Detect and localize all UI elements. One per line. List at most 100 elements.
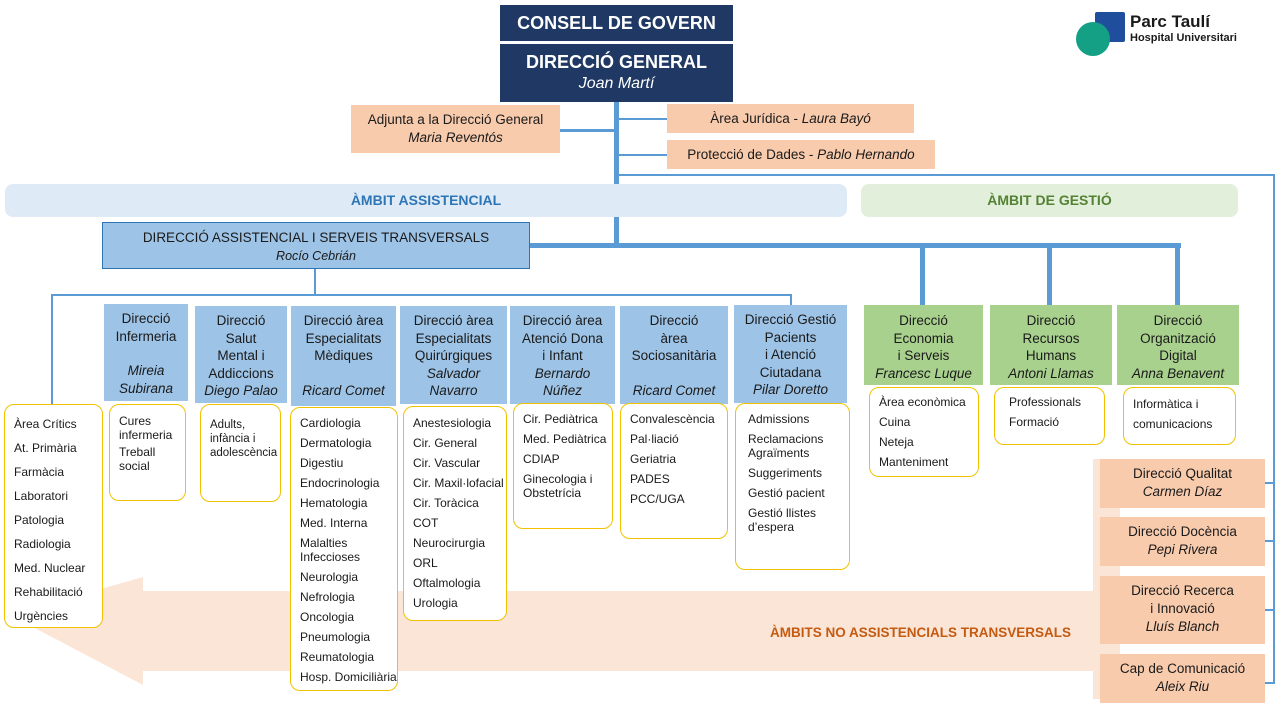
dir-title-line: Sociosanitària [631,348,717,363]
connector-dades [616,154,668,156]
ambit-assistencial-band: ÀMBIT ASSISTENCIAL [5,184,847,217]
direccio-salut-mental-box: Direcció Salut Mental i Addiccions Diego… [195,306,287,403]
list-item: Neteja [879,435,914,449]
dir-name-line: Pilar Doretto [752,382,829,397]
direccio-especialitats-quirurgiques-box: Direcció àrea Especialitats Quirúrgiques… [400,306,507,404]
list-item: Formació [1009,415,1060,429]
direccio-sociosanitaria-box: Direcció àrea Sociosanitària Ricard Come… [620,306,728,404]
list-item: Suggeriments [748,466,823,480]
salut-mental-list: Adults, infància i adolescència [200,404,281,502]
list-item: Med. Interna [300,516,368,530]
connector-no-assistencial-top [616,174,1275,176]
dir-title-line: Digital [1159,348,1197,363]
list-item: PADES [630,472,670,486]
dir-title-line: Especialitats [415,330,492,346]
dir-title-line: Direcció [1026,313,1076,328]
list-item: Dermatologia [300,436,372,450]
adjunta-box: Adjunta a la Direcció General Maria Reve… [351,105,560,153]
connector-assist-down [314,268,316,295]
connector-assist-right-down [790,294,792,306]
connector-main-vertical [614,100,619,245]
direccio-docencia-box: Direcció Docència Pepi Rivera [1100,517,1265,566]
list-item: Cir. General [413,436,478,450]
direccio-qualitat-box: Direcció Qualitat Carmen Díaz [1100,459,1265,508]
dir-title-line: Ciutadana [759,364,822,380]
direccio-economia-box: Direcció Economia i Serveis Francesc Luq… [864,305,983,385]
dir-name-line: Mireia [127,363,165,378]
direccio-recerca-box: Direcció Recerca i Innovació Lluís Blanc… [1100,576,1265,644]
gestio-pacients-list: Admissions Reclamacions Agraïments Sugge… [735,403,850,570]
list-item: Digestiu [300,456,344,470]
dir-title-line: Direcció [1153,313,1203,328]
list-item: Neurologia [300,570,359,584]
direccio-gestio-pacients-box: Direcció Gestió Pacients i Atenció Ciuta… [734,305,847,403]
organitzacio-digital-list: Informàtica i comunicacions [1123,387,1236,445]
direccio-assistencial-title: DIRECCIÓ ASSISTENCIAL I SERVEIS TRANSVER… [142,230,490,245]
dir-title-line: Pacients [764,329,817,345]
connector-gestio-horizontal [530,243,1181,248]
juridica-name: Laura Bayó [801,111,871,126]
list-item: Adults, infància i adolescència [210,419,278,459]
dir-title-line: Organització [1140,330,1216,346]
dir-title-line: Cap de Comunicació [1119,661,1246,676]
connector-tick-qualitat [1262,482,1274,484]
list-item: Cir. Pediàtrica [523,412,598,426]
adjunta-name: Maria Reventós [408,130,503,145]
dir-name-line: Ricard Comet [632,382,716,398]
list-item: At. Primària [14,441,77,455]
direccio-assistencial-box: DIRECCIÓ ASSISTENCIAL I SERVEIS TRANSVER… [102,222,530,269]
connector-juridica [616,118,668,120]
connector-tick-comunicacio [1262,682,1274,684]
especialitats-quirurgiques-list: Anestesiologia Cir. General Cir. Vascula… [403,406,507,621]
dir-title-line: i Infant [542,348,583,363]
logo-subtitle: Hospital Universitari [1130,32,1237,44]
dir-title-line: Humans [1025,348,1077,363]
infermeria-list: Cures infermeria Treball social [109,404,186,501]
dir-title-line: Infermeria [115,328,177,344]
list-item: Farmàcia [14,465,65,479]
list-item: Hematologia [300,496,368,510]
dir-name-line: Salvador [426,365,481,381]
list-item: Oncologia [300,610,355,624]
list-item: Cures infermeria [119,414,173,442]
connector-assist-left-down [51,294,53,404]
list-item: Urgències [14,609,69,623]
direccio-infermeria-box: Direcció Infermeria Mireia Subirana [104,304,188,401]
dir-title-line: i Innovació [1150,601,1215,616]
list-item: Pal·liació [630,432,679,446]
consell-title: CONSELL DE GOVERN [517,13,716,33]
list-item: Reclamacions Agraïments [748,432,824,460]
direccio-assistencial-name: Rocío Cebrián [276,249,356,263]
consell-de-govern-box: CONSELL DE GOVERN [500,5,733,41]
list-item: Med. Pediàtrica [523,432,607,446]
dir-title-line: Direcció Qualitat [1132,466,1233,481]
dir-name-line: Subirana [118,380,174,396]
direccio-especialitats-mediques-box: Direcció àrea Especialitats Mèdiques Ric… [291,306,396,406]
list-item: Cir. Maxil·lofacial [413,476,504,490]
ambit-gestio-label: ÀMBIT DE GESTIÓ [987,192,1112,208]
list-item: Hosp. Domiciliària [300,670,397,684]
list-item: Rehabilitació [14,585,83,599]
connector-tick-docencia [1262,540,1274,542]
list-item: Ginecologia i Obstetrícia [523,472,593,500]
dir-title-line: Direcció Recerca [1131,583,1234,598]
dir-title-line: Direcció [899,313,948,328]
list-item: Gestió llistes d’espera [748,506,817,534]
dona-infant-list: Cir. Pediàtrica Med. Pediàtrica CDIAP Gi… [513,403,613,529]
list-item: ORL [413,556,438,570]
dir-name-line: Diego Palao [204,383,278,398]
list-item: Anestesiologia [413,416,492,430]
direccio-recursos-humans-box: Direcció Recursos Humans Antoni Llamas [990,305,1112,385]
juridica-title: Àrea Jurídica - [710,111,802,126]
dir-title-line: Direcció Docència [1128,524,1237,539]
dir-title-line: Direcció Gestió [744,312,837,327]
dir-name-line: Pepi Rivera [1147,542,1218,557]
dir-name-line: Anna Benavent [1131,365,1225,381]
cap-comunicacio-box: Cap de Comunicació Aleix Riu [1100,654,1265,703]
list-item: Manteniment [879,455,949,469]
sociosanitaria-list: Convalescència Pal·liació Geriatria PADE… [620,403,728,539]
ambit-assistencial-label: ÀMBIT ASSISTENCIAL [350,192,502,208]
connector-gestio-3 [1175,243,1180,305]
list-item: Med. Nuclear [14,561,86,575]
dir-name-line: Navarro [429,383,478,398]
